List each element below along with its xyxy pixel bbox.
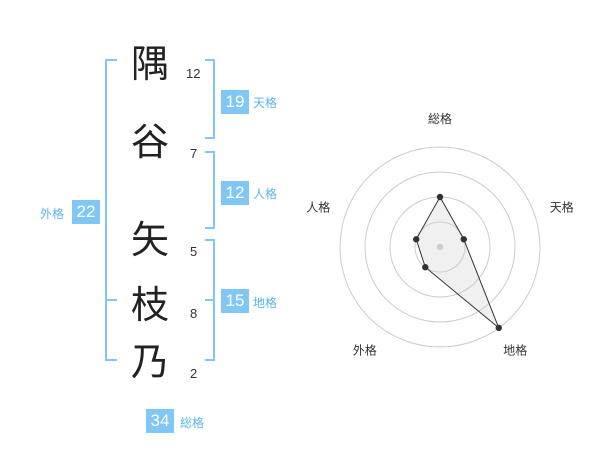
name-char-3: 矢 [130,218,169,262]
radar-axis-label-5: 人格 [306,199,330,214]
radar-axis-label-3: 地格 [503,343,527,358]
name-char-1: 隅 [130,42,169,86]
name-char-5: 乃 [130,340,169,384]
stroke-count-4: 8 [190,306,198,321]
jinkaku-value: 12 [221,181,249,205]
tenkaku-bracket [205,59,215,139]
stroke-count-2: 7 [190,146,198,161]
tenkaku-value: 19 [221,90,249,114]
radar-axis-label-2: 天格 [550,199,574,214]
tenkaku-label: 天格 [253,96,278,110]
stroke-count-5: 2 [190,366,198,381]
radar-ring-4 [339,146,541,348]
radar-ring-3 [364,171,516,323]
radar-axis-label-4: 外格 [353,343,377,358]
gaikaku-bracket [105,59,117,361]
stroke-count-1: 12 [186,66,201,81]
gaikaku-value: 22 [72,200,100,224]
jinkaku-label: 人格 [253,187,278,201]
radar-point-1 [436,193,444,201]
radar-ring-1 [414,221,466,273]
gaikaku-label: 外格 [40,207,65,221]
radar-point-4 [422,264,429,271]
radar-point-5 [413,236,420,243]
jinkaku-bracket [205,151,215,229]
radar-center-dot [436,243,444,251]
radar-axis-label-1: 総格 [428,111,452,126]
radar-value-polygon [415,195,500,329]
chikaku-value: 15 [221,289,249,313]
chikaku-label: 地格 [253,296,278,310]
soukaku-value: 34 [146,409,174,433]
radar-point-3 [495,324,502,332]
radar-point-2 [460,236,467,243]
stroke-count-3: 5 [190,244,198,259]
soukaku-label: 総格 [180,416,205,430]
name-char-2: 谷 [130,120,169,164]
name-char-4: 枝 [130,283,169,327]
